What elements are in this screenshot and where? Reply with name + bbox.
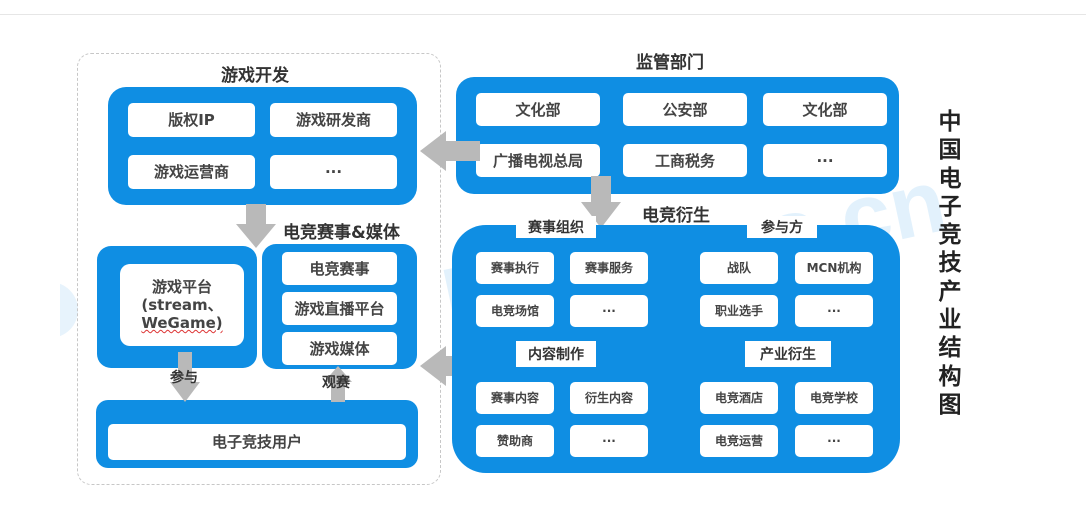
industry-title: 产业衍生 xyxy=(745,341,831,367)
esports-media-item-events: 电竞赛事 xyxy=(282,252,397,285)
content-item-event-content: 赛事内容 xyxy=(476,382,554,414)
arrow-platform-to-users xyxy=(170,352,200,402)
derivative-title: 电竞衍生 xyxy=(642,206,710,226)
content-item-derivative-content: 衍生内容 xyxy=(570,382,648,414)
game-dev-item-developer: 游戏研发商 xyxy=(270,103,397,137)
esports-media-item-live-platform: 游戏直播平台 xyxy=(282,292,397,325)
vertical-title: 中国电子竞技产业结构图 xyxy=(938,109,962,418)
industry-item-operation: 电竞运营 xyxy=(700,425,778,457)
arrow-regulator-to-derivative xyxy=(581,176,621,228)
esports-media-title: 电竞赛事&媒体 xyxy=(283,223,400,243)
game-platform-line2: (stream、 xyxy=(141,296,223,314)
regulator-item-culture-2: 文化部 xyxy=(763,93,887,126)
participants-item-team: 战队 xyxy=(700,252,778,284)
participants-item-mcn: MCN机构 xyxy=(795,252,873,284)
participants-item-more: ··· xyxy=(795,295,873,327)
event-org-item-execution: 赛事执行 xyxy=(476,252,554,284)
game-platform-line3: WeGame) xyxy=(141,314,223,332)
regulator-item-police: 公安部 xyxy=(623,93,747,126)
industry-item-more: ··· xyxy=(795,425,873,457)
event-org-item-service: 赛事服务 xyxy=(570,252,648,284)
watermark-dot xyxy=(60,283,78,337)
edge-label-watch: 观赛 xyxy=(322,375,350,391)
regulator-item-industry-tax: 工商税务 xyxy=(623,144,747,177)
game-platform-line1: 游戏平台 xyxy=(151,278,212,296)
regulator-item-more: ··· xyxy=(763,144,887,177)
game-dev-item-operator: 游戏运营商 xyxy=(128,155,255,189)
regulator-item-culture-1: 文化部 xyxy=(476,93,600,126)
regulator-item-radio-tv: 广播电视总局 xyxy=(476,144,600,177)
arrow-regulator-to-game-dev xyxy=(420,131,480,171)
event-org-title: 赛事组织 xyxy=(516,216,596,238)
game-dev-title: 游戏开发 xyxy=(221,66,289,86)
regulator-title: 监管部门 xyxy=(636,53,704,73)
top-divider xyxy=(0,14,1086,15)
game-dev-region xyxy=(77,53,441,485)
game-platform-card: 游戏平台 (stream、 WeGame) xyxy=(120,264,244,346)
participants-item-pro-player: 职业选手 xyxy=(700,295,778,327)
content-title: 内容制作 xyxy=(516,341,596,367)
participants-title: 参与方 xyxy=(747,216,817,238)
event-org-item-more: ··· xyxy=(570,295,648,327)
content-item-more: ··· xyxy=(570,425,648,457)
game-dev-item-more: ··· xyxy=(270,155,397,189)
industry-item-school: 电竞学校 xyxy=(795,382,873,414)
arrow-users-to-media xyxy=(324,366,352,402)
arrow-game-dev-to-media xyxy=(236,204,276,248)
users-card: 电子竞技用户 xyxy=(108,424,406,460)
esports-media-item-game-media: 游戏媒体 xyxy=(282,332,397,365)
game-dev-item-copyright-ip: 版权IP xyxy=(128,103,255,137)
edge-label-participate: 参与 xyxy=(170,370,198,386)
event-org-item-venue: 电竞场馆 xyxy=(476,295,554,327)
content-item-sponsor: 赞助商 xyxy=(476,425,554,457)
industry-item-hotel: 电竞酒店 xyxy=(700,382,778,414)
